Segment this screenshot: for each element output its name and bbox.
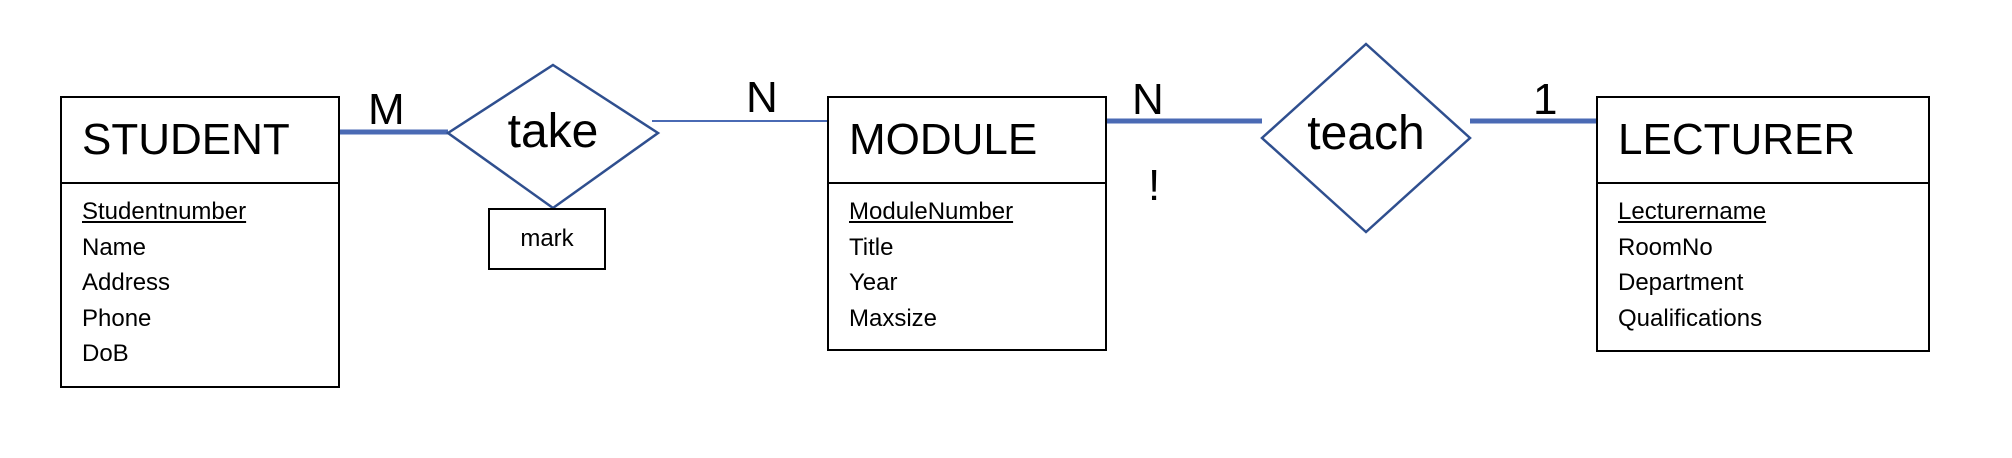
student-attribute: DoB (82, 340, 129, 367)
module-entity: MODULE ModuleNumber Title Year Maxsize (827, 96, 1107, 351)
lecturer-entity-title: LECTURER (1598, 98, 1928, 184)
student-attribute-list: Studentnumber Name Address Phone DoB (62, 184, 338, 372)
take-relationship-label: take (507, 105, 599, 158)
teach-relationship-label: teach (1307, 107, 1425, 160)
cardinality-take-module: N (746, 73, 778, 122)
lecturer-attribute: Department (1618, 269, 1744, 296)
module-key-attribute: ModuleNumber (849, 198, 1014, 225)
lecturer-entity: LECTURER Lecturername RoomNo Department … (1596, 96, 1930, 352)
module-attribute: Year (849, 269, 898, 296)
exclamation-mark: ! (1148, 161, 1161, 210)
teach-relationship-diamond (1260, 42, 1472, 234)
cardinality-module-teach: N (1132, 75, 1164, 124)
lecturer-attribute: RoomNo (1618, 233, 1713, 261)
cardinality-teach-lecturer: 1 (1533, 75, 1558, 124)
lecturer-attribute-list: Lecturername RoomNo Department Qualifica… (1598, 184, 1928, 336)
student-key-attribute: Studentnumber (82, 198, 247, 225)
student-attribute: Phone (82, 304, 152, 332)
lecturer-attribute: Qualifications (1618, 304, 1763, 332)
module-attribute-list: ModuleNumber Title Year Maxsize (829, 184, 1105, 336)
student-entity-title: STUDENT (62, 98, 338, 184)
module-attribute: Title (849, 233, 894, 261)
module-attribute: Maxsize (849, 304, 938, 332)
student-entity: STUDENT Studentnumber Name Address Phone… (60, 96, 340, 388)
mark-attribute-box: mark (488, 208, 606, 270)
lecturer-key-attribute: Lecturername (1618, 198, 1767, 225)
student-attribute: Name (82, 233, 147, 261)
cardinality-student-take: M (368, 85, 405, 134)
module-entity-title: MODULE (829, 98, 1105, 184)
student-attribute: Address (82, 269, 171, 296)
